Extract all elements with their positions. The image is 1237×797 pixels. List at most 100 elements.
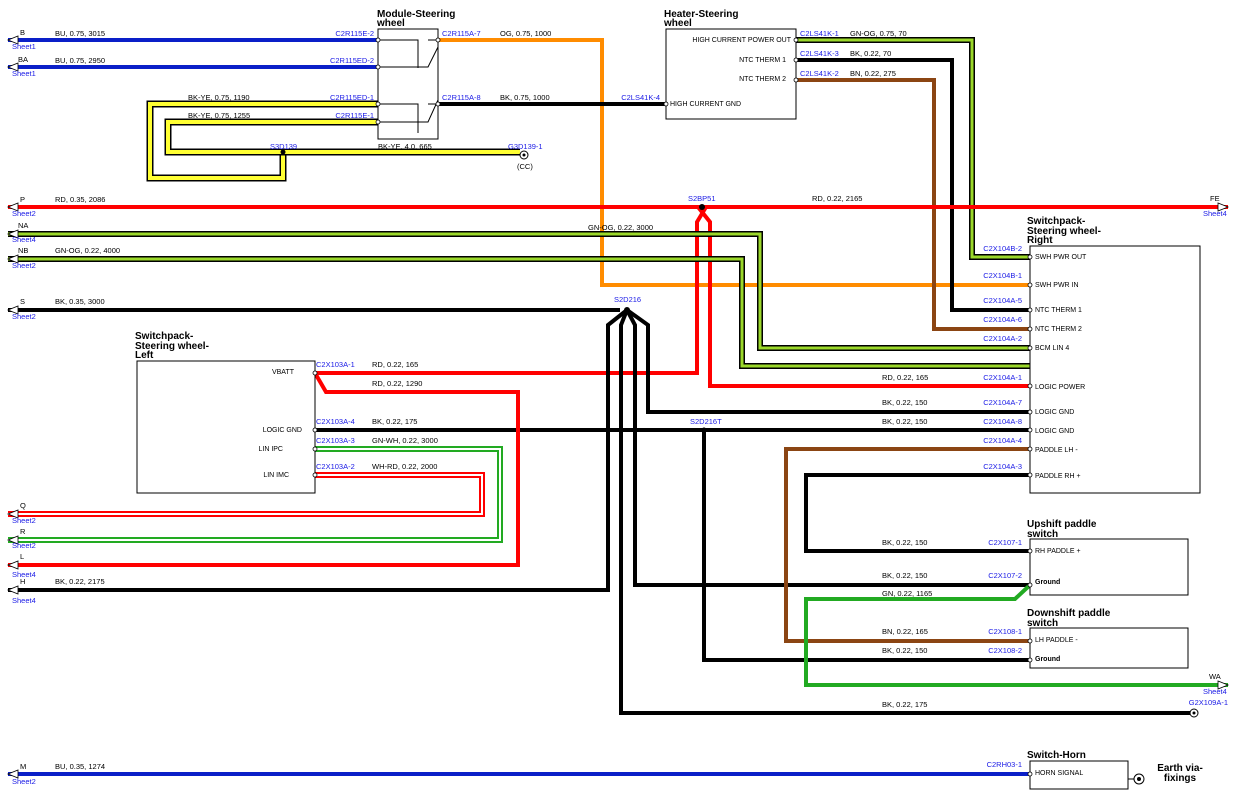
heater-pin-hc-gnd: HIGH CURRENT GND bbox=[670, 101, 741, 108]
wire-label: BN, 0.22, 165 bbox=[882, 627, 928, 636]
wire-rd-logic-power bbox=[696, 205, 1030, 388]
offpage-arrows bbox=[6, 35, 1230, 779]
swl-title-2: Steering wheel- bbox=[135, 341, 209, 352]
wire-bk-s2d216-c bbox=[625, 309, 1030, 587]
wire-bn-paddle-lh bbox=[784, 447, 1030, 643]
connector-label: C2X103A-3 bbox=[316, 436, 355, 445]
wire-label: BK, 0.22, 150 bbox=[882, 538, 927, 547]
module-steering-wheel: Module-Steering wheel bbox=[376, 9, 455, 140]
wire-label: BK, 0.22, 2175 bbox=[55, 577, 105, 586]
swr-pin: PADDLE LH - bbox=[1035, 447, 1078, 454]
connector-label: C2X107-2 bbox=[988, 571, 1022, 580]
wire-label: RD, 0.22, 2165 bbox=[812, 194, 862, 203]
offpage-id: P bbox=[20, 195, 25, 204]
wire-label: BK, 0.75, 1000 bbox=[500, 93, 550, 102]
heater-pin-hc-out: HIGH CURRENT POWER OUT bbox=[692, 37, 791, 44]
wire-bk-ntc1 bbox=[796, 58, 1030, 312]
dn-pin: LH PADDLE - bbox=[1035, 637, 1078, 644]
connector-label: C2X103A-2 bbox=[316, 462, 355, 471]
wire-label: BK, 0.35, 3000 bbox=[55, 297, 105, 306]
switchpack-left: Switchpack- Steering wheel- Left VBATT L… bbox=[135, 331, 316, 494]
dn-title-2: switch bbox=[1027, 618, 1058, 629]
offpage-sheet: Sheet2 bbox=[12, 261, 36, 270]
offpage-sheet: Sheet4 bbox=[1203, 687, 1227, 696]
dn-title-1: Downshift paddle bbox=[1027, 608, 1111, 619]
wire-gn-wa bbox=[804, 583, 1228, 687]
wire-bn-ntc2 bbox=[796, 78, 1030, 331]
connector-label: C2R115ED-1 bbox=[330, 93, 374, 102]
connector-label: C2X104A-1 bbox=[983, 373, 1022, 382]
connector-label: C2X104A-8 bbox=[983, 417, 1022, 426]
connector-label: C2X104B-2 bbox=[983, 244, 1022, 253]
connector-label: C2R115E-2 bbox=[335, 29, 374, 38]
splice-dot bbox=[280, 149, 286, 155]
connector-label: C2X104A-5 bbox=[983, 296, 1022, 305]
offpage-id: R bbox=[20, 527, 26, 536]
wire-og bbox=[438, 38, 1030, 287]
connector-label: C2X108-2 bbox=[988, 646, 1022, 655]
swl-title-3: Left bbox=[135, 350, 154, 361]
connector-label: C2R115A-7 bbox=[442, 29, 481, 38]
connector-label: C2LS41K-1 bbox=[800, 29, 839, 38]
wire-label: RD, 0.35, 2086 bbox=[55, 195, 105, 204]
offpage-id: FE bbox=[1210, 194, 1220, 203]
wire-label: BU, 0.75, 3015 bbox=[55, 29, 105, 38]
module-title-1: Module-Steering bbox=[377, 9, 455, 20]
connector-label: C2X104B-1 bbox=[983, 271, 1022, 280]
swr-pin: BCM LIN 4 bbox=[1035, 345, 1069, 352]
offpage-id: NB bbox=[18, 246, 28, 255]
downshift-paddle: Downshift paddle switch LH PADDLE - Grou… bbox=[1027, 608, 1189, 669]
offpage-id: H bbox=[20, 577, 25, 586]
wire-rd-l bbox=[8, 371, 520, 567]
swr-pin: NTC THERM 2 bbox=[1035, 326, 1082, 333]
connector-label: S2BP51 bbox=[688, 194, 716, 203]
connector-label: G3D139-1 bbox=[508, 142, 543, 151]
offpage-id: M bbox=[20, 762, 26, 771]
switchpack-right: Switchpack- Steering wheel- Right SWH PW… bbox=[1027, 216, 1201, 494]
up-title-2: switch bbox=[1027, 529, 1058, 540]
wire-label: BK, 0.22, 150 bbox=[882, 571, 927, 580]
connector-label: C2R115ED-2 bbox=[330, 56, 374, 65]
offpage-sheet: Sheet2 bbox=[12, 516, 36, 525]
connector-label: C2X104A-4 bbox=[983, 436, 1022, 445]
offpage-id: Q bbox=[20, 501, 26, 510]
offpage-sheet: Sheet2 bbox=[12, 541, 36, 550]
splices bbox=[280, 149, 707, 433]
wire-bkye-loop bbox=[146, 100, 520, 182]
up-pin: RH PADDLE + bbox=[1035, 548, 1081, 555]
wire-label: BK, 0.22, 150 bbox=[882, 417, 927, 426]
connector-label: C2X104A-3 bbox=[983, 462, 1022, 471]
splice-dot bbox=[624, 307, 630, 313]
heater-pin-ntc1: NTC THERM 1 bbox=[739, 57, 786, 64]
upshift-paddle: Upshift paddle switch RH PADDLE + Ground bbox=[1027, 519, 1189, 596]
wire-label: GN-WH, 0.22, 3000 bbox=[372, 436, 438, 445]
heater-title-1: Heater-Steering bbox=[664, 9, 738, 20]
swr-pin: PADDLE RH + bbox=[1035, 473, 1081, 480]
connector-label: C2LS41K-3 bbox=[800, 49, 839, 58]
connector-label: G2X109A-1 bbox=[1189, 698, 1228, 707]
earth-label-2: fixings bbox=[1164, 773, 1197, 784]
offpage-id: L bbox=[20, 552, 24, 561]
terminals bbox=[312, 37, 1033, 777]
connector-label: C2R115A-8 bbox=[442, 93, 481, 102]
wire-label: RD, 0.22, 165 bbox=[372, 360, 418, 369]
connector-label: C2LS41K-4 bbox=[621, 93, 660, 102]
swr-pin: SWH PWR IN bbox=[1035, 282, 1079, 289]
wire-bk-paddle-rh bbox=[804, 473, 1030, 553]
wire-bk-s2d216t bbox=[702, 430, 1030, 662]
swl-pin: LOGIC GND bbox=[263, 427, 302, 434]
wire-bk-s2d216-b bbox=[619, 309, 1190, 715]
connector-label: C2LS41K-2 bbox=[800, 69, 839, 78]
connector-label: C2R115E-1 bbox=[335, 111, 374, 120]
swr-title-3: Right bbox=[1027, 235, 1053, 246]
horn-title: Switch-Horn bbox=[1027, 750, 1086, 761]
wire-label: WH-RD, 0.22, 2000 bbox=[372, 462, 437, 471]
horn-pin: HORN SIGNAL bbox=[1035, 770, 1083, 777]
swr-pin: NTC THERM 1 bbox=[1035, 307, 1082, 314]
offpage-id: B bbox=[20, 28, 25, 37]
swr-pin: LOGIC GND bbox=[1035, 409, 1074, 416]
wire-label: GN, 0.22, 1165 bbox=[882, 589, 932, 598]
offpage-sheet: Sheet2 bbox=[12, 209, 36, 218]
